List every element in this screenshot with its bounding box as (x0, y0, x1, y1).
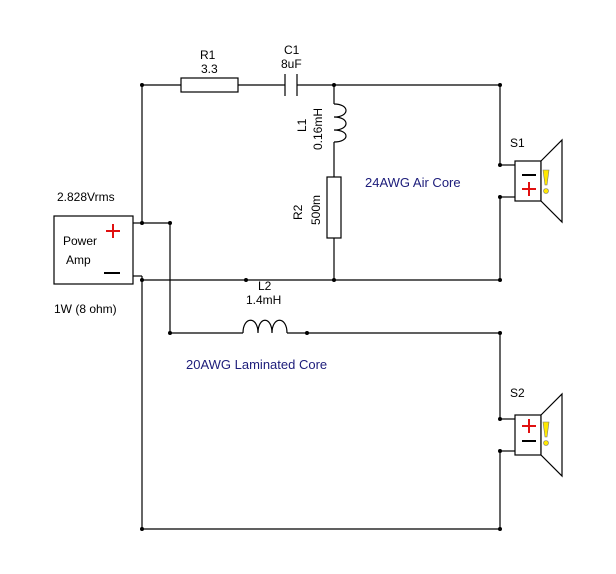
speaker-s2-cone (540, 392, 563, 478)
c1-name-label: C1 (284, 43, 300, 57)
amp-name-line2: Amp (66, 253, 91, 267)
junction-dot (305, 331, 309, 335)
s2-plus-sign (522, 419, 536, 433)
r1-value-label: 3.3 (201, 62, 218, 76)
junction-dot (332, 278, 336, 282)
junction-dot (498, 83, 502, 87)
junction-dot (244, 278, 248, 282)
l1-value-label: 0.16mH (311, 108, 325, 150)
s1-plus-sign (522, 182, 536, 196)
junction-dot (140, 527, 144, 531)
wires (141, 84, 515, 530)
l2-value-label: 1.4mH (246, 293, 281, 307)
power-amp: 2.828Vrms Power Amp 1W (8 ohm) (53, 190, 142, 316)
c1-value-label: 8uF (281, 57, 302, 71)
amp-rating-label: 1W (8 ohm) (54, 302, 117, 316)
l1-name-label: L1 (295, 118, 309, 132)
capacitor-c1: C1 8uF (281, 43, 302, 96)
speaker-s2: S2 (510, 386, 563, 478)
junction-dots (140, 83, 502, 531)
s1-warning-marker (542, 169, 550, 194)
r2-name-label: R2 (291, 204, 305, 220)
resistor-r1: R1 3.3 (180, 48, 239, 93)
s1-name-label: S1 (510, 136, 525, 150)
inductor-l2: L2 1.4mH (242, 279, 288, 334)
junction-dot (498, 449, 502, 453)
s2-warning-marker (542, 421, 550, 446)
junction-dot (498, 331, 502, 335)
resistor-r1-body (180, 77, 239, 93)
speaker-s1: S1 (510, 136, 563, 224)
power-amp-box (53, 215, 134, 285)
junction-dot (498, 527, 502, 531)
inductor-l2-coil (242, 319, 288, 334)
laminated-core-note: 20AWG Laminated Core (186, 357, 327, 372)
s2-name-label: S2 (510, 386, 525, 400)
resistor-r2: R2 500m (291, 176, 342, 239)
junction-dot (498, 163, 502, 167)
junction-dot (498, 195, 502, 199)
inductor-l1: L1 0.16mH (295, 103, 347, 150)
r1-name-label: R1 (200, 48, 216, 62)
amp-name-line1: Power (63, 234, 97, 248)
junction-dot (332, 83, 336, 87)
inductor-l1-coil (333, 103, 347, 143)
junction-dot (140, 83, 144, 87)
air-core-note: 24AWG Air Core (365, 175, 461, 190)
junction-dot (168, 331, 172, 335)
speaker-s1-cone (540, 138, 563, 224)
junction-dot (498, 417, 502, 421)
junction-dot (498, 278, 502, 282)
r2-value-label: 500m (309, 195, 323, 225)
amp-plus-sign (106, 224, 120, 238)
junction-dot (168, 221, 172, 225)
amp-voltage-label: 2.828Vrms (57, 190, 115, 204)
junction-dot (140, 278, 144, 282)
l2-name-label: L2 (258, 279, 272, 293)
resistor-r2-body (326, 176, 342, 239)
